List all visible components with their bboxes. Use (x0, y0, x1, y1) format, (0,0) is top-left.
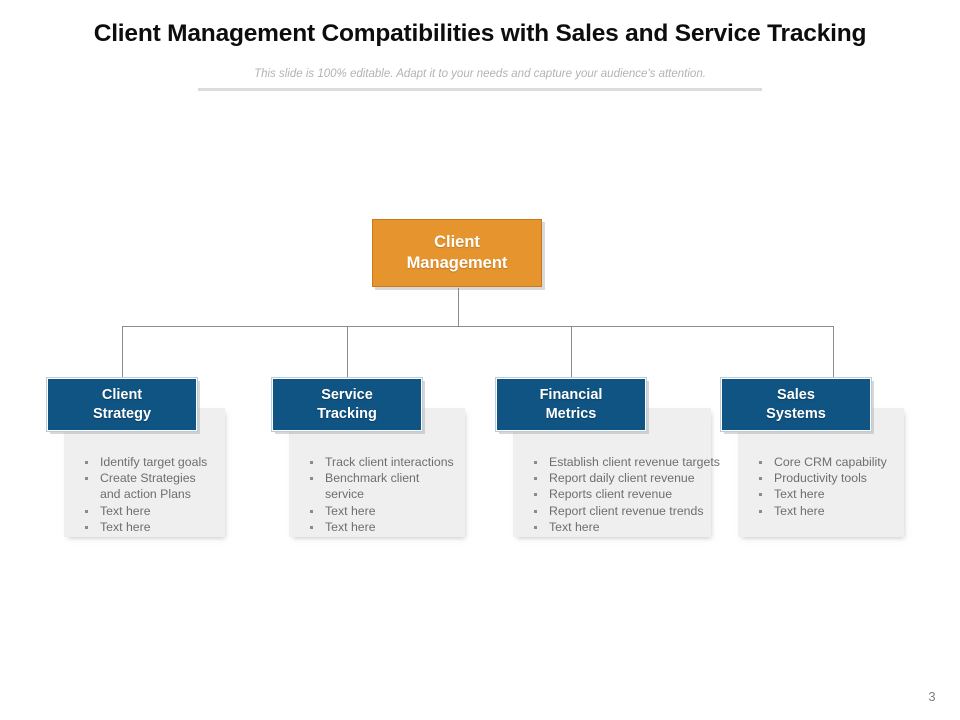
connector-drop-1 (122, 326, 123, 379)
list-item: Report daily client revenue (531, 470, 711, 486)
connector-horizontal-bus (122, 326, 833, 327)
connector-drop-2 (347, 326, 348, 379)
list-item: Core CRM capability (756, 454, 896, 470)
branch-header-label-line2: Systems (766, 405, 826, 422)
branch-header-label: Sales Systems (766, 386, 826, 424)
list-item: Text here (756, 486, 896, 502)
branch-bullet-list: Track client interactions Benchmark clie… (307, 454, 457, 535)
branch-bullet-list: Establish client revenue targets Report … (531, 454, 720, 535)
list-item: Text here (756, 503, 896, 519)
list-item: Reports client revenue (531, 486, 711, 502)
branch-content-panel: Core CRM capability Productivity tools T… (738, 408, 904, 537)
branch-header-sales-systems[interactable]: Sales Systems (720, 377, 872, 432)
root-node-label-line2: Management (406, 254, 508, 272)
list-item: Text here (307, 503, 457, 519)
connector-root-stem (458, 288, 459, 327)
page-title: Client Management Compatibilities with S… (93, 20, 867, 47)
branch-header-service-tracking[interactable]: Service Tracking (271, 377, 423, 432)
branch-header-client-strategy[interactable]: Client Strategy (46, 377, 198, 432)
list-item: Create Strategies and action Plans (82, 470, 214, 502)
branch-header-label-line2: Strategy (92, 405, 152, 422)
branch-header-label-line2: Tracking (317, 405, 377, 422)
branch-header-label-line1: Financial (539, 386, 603, 403)
branch-header-label: Client Strategy (93, 386, 151, 424)
list-item: Text here (82, 503, 214, 519)
root-node-label-line1: Client (434, 232, 480, 251)
branch-header-label-line1: Sales (777, 386, 815, 403)
list-item: Benchmark client service (307, 470, 457, 502)
title-divider (198, 88, 762, 91)
list-item: Track client interactions (307, 454, 457, 470)
connector-drop-3 (571, 326, 572, 379)
branch-bullet-list: Core CRM capability Productivity tools T… (756, 454, 896, 519)
list-item: Text here (307, 519, 457, 535)
branch-bullet-list: Identify target goals Create Strategies … (82, 454, 214, 535)
root-node-client-management[interactable]: Client Management (372, 219, 542, 287)
branch-header-financial-metrics[interactable]: Financial Metrics (495, 377, 647, 432)
branch-header-label-line1: Client (101, 386, 143, 403)
list-item: Text here (82, 519, 214, 535)
slide-subtitle: This slide is 100% editable. Adapt it to… (254, 68, 706, 80)
branch-header-label-line2: Metrics (545, 405, 597, 422)
connector-drop-4 (833, 326, 834, 379)
list-item: Productivity tools (756, 470, 896, 486)
list-item: Report client revenue trends (531, 503, 711, 519)
branch-header-label-line1: Service (321, 386, 373, 403)
list-item: Identify target goals (82, 454, 214, 470)
branch-header-label: Service Tracking (317, 386, 377, 424)
list-item: Text here (531, 519, 711, 535)
page-number: 3 (928, 689, 936, 704)
root-node-label: Client Management (407, 232, 508, 274)
branch-header-label: Financial Metrics (540, 386, 603, 424)
list-item: Establish client revenue targets (531, 454, 720, 470)
